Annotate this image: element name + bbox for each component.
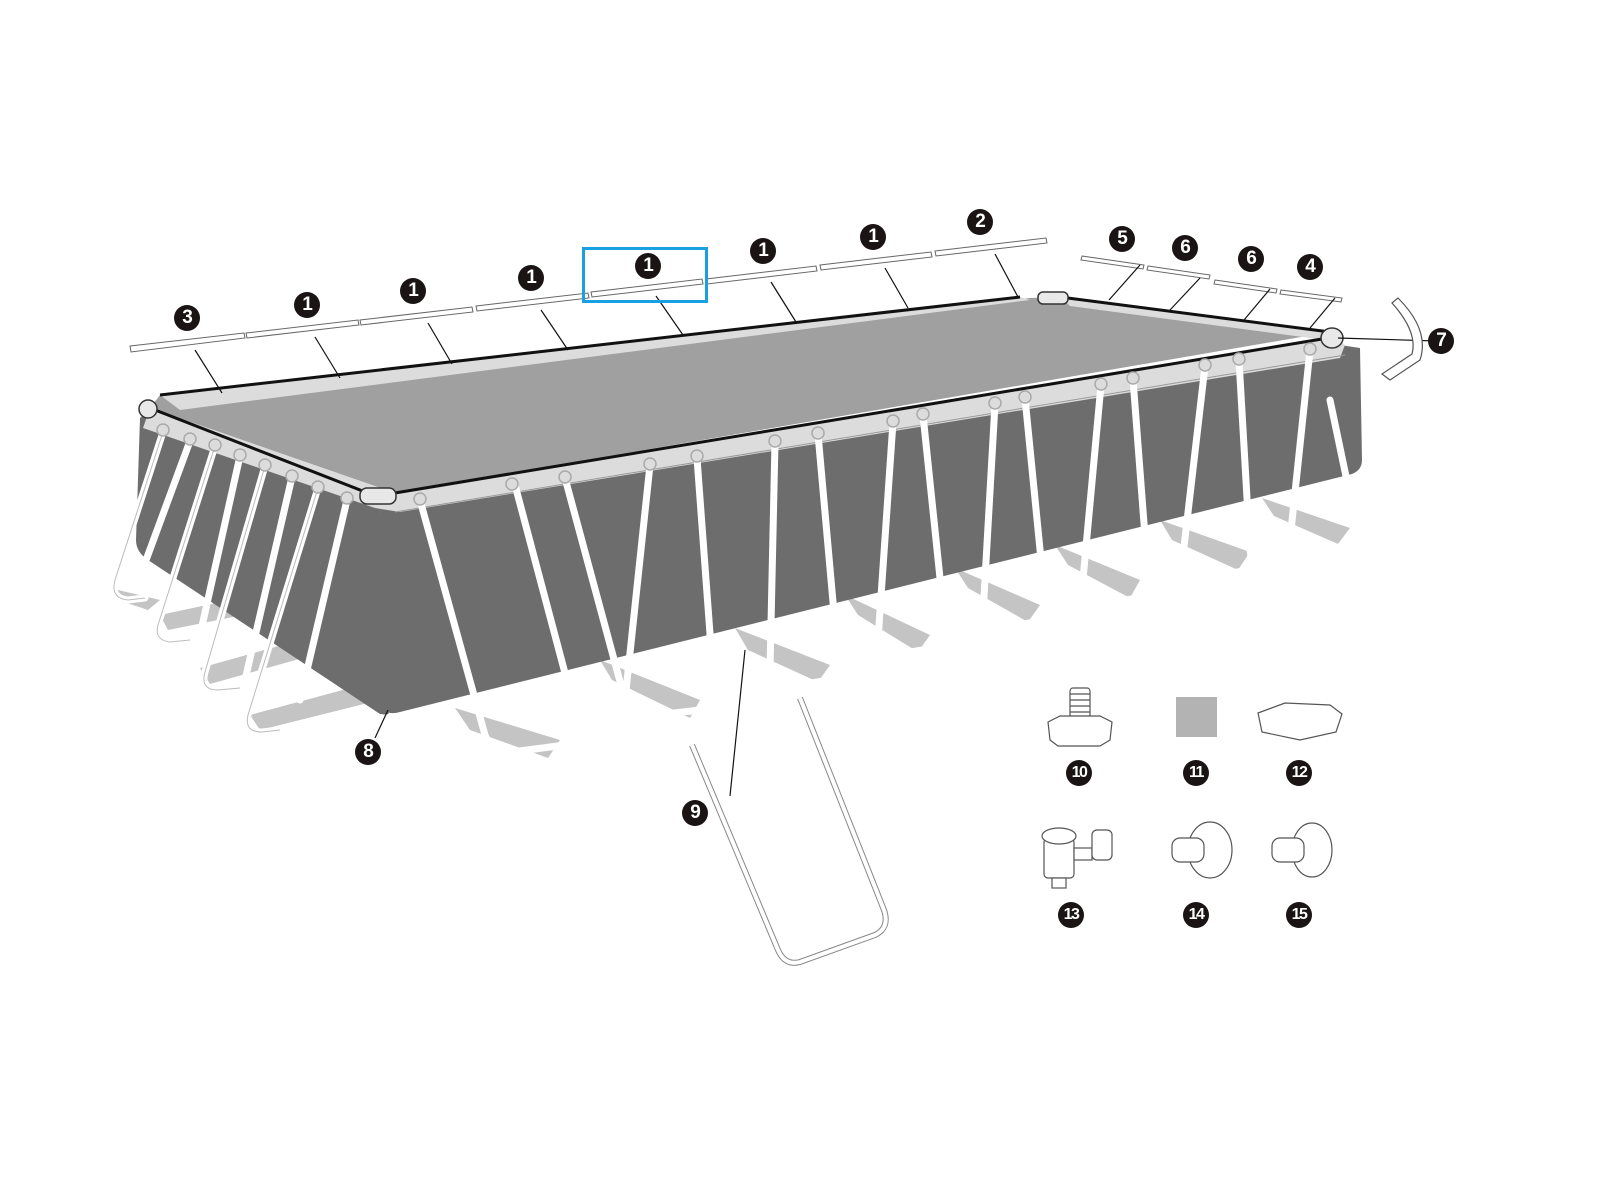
callout-repair-patch[interactable]: 11 [1183, 760, 1209, 786]
selected-part-highlight[interactable] [582, 247, 708, 303]
drain-valve-part [1041, 827, 1113, 889]
callout-drain-valve[interactable]: 13 [1058, 902, 1084, 928]
callout-hose-adapter[interactable]: 10 [1066, 760, 1092, 786]
callout-short-rail[interactable]: 6 [1238, 246, 1264, 272]
callout-short-rail-end[interactable]: 5 [1109, 226, 1135, 252]
callout-top-rail[interactable]: 1 [635, 253, 661, 279]
callout-top-rail[interactable]: 1 [294, 292, 320, 318]
corner-joints [138, 291, 1344, 505]
repair-patch-part [1176, 697, 1217, 737]
hose-adapter-part [1047, 687, 1113, 747]
strainer-connector-part [1171, 821, 1233, 879]
callout-inlet-connector[interactable]: 15 [1286, 902, 1312, 928]
callout-top-rail[interactable]: 1 [860, 224, 886, 250]
callout-top-rail[interactable]: 1 [750, 238, 776, 264]
drain-cap-part [1257, 702, 1343, 741]
callout-top-rail-end[interactable]: 2 [967, 209, 993, 235]
top-rails-short [1080, 255, 1343, 303]
callout-drain-cap[interactable]: 12 [1286, 760, 1312, 786]
callout-short-rail[interactable]: 6 [1172, 235, 1198, 261]
inlet-connector-part [1271, 822, 1333, 878]
callout-u-support-leg[interactable]: 9 [682, 800, 708, 826]
callout-corner-joint[interactable]: 7 [1428, 328, 1454, 354]
callout-short-rail-end[interactable]: 4 [1297, 254, 1323, 280]
pool-floor [150, 297, 1330, 493]
top-rails-long [129, 237, 1048, 353]
callout-top-rail[interactable]: 1 [400, 278, 426, 304]
u-leg-part [689, 696, 889, 966]
pool-legs [110, 342, 1361, 756]
callout-top-rail[interactable]: 1 [518, 265, 544, 291]
u-leg-part-inner [690, 697, 888, 965]
callout-top-rail-end[interactable]: 3 [174, 305, 200, 331]
callout-strainer-connector[interactable]: 14 [1183, 902, 1209, 928]
callout-pool-liner[interactable]: 8 [355, 739, 381, 765]
corner-elbow-part [1380, 297, 1423, 381]
